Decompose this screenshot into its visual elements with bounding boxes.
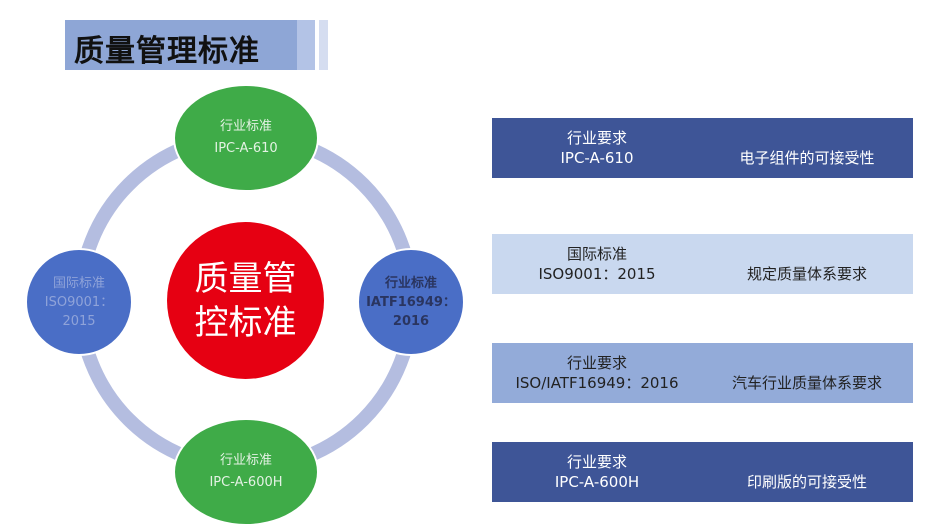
center-line1: 质量管 xyxy=(194,258,297,299)
box-description: 汽车行业质量体系要求 xyxy=(731,374,882,392)
node-code: 2015 xyxy=(62,313,96,329)
standard-box: 国际标准 ISO9001：2015 规定质量体系要求 xyxy=(492,234,913,294)
node-code: ISO9001： xyxy=(44,294,114,310)
box-code: IPC-A-610 xyxy=(560,149,634,167)
node-category: 行业标准 xyxy=(384,275,437,291)
node-category: 行业标准 xyxy=(219,453,272,468)
box-description: 规定质量体系要求 xyxy=(746,265,867,283)
node-code: 2016 xyxy=(392,313,430,329)
node-top: 行业标准 IPC-A-610 xyxy=(173,84,319,192)
node-right: 行业标准 IATF16949： 2016 xyxy=(357,248,465,356)
standard-box: 行业要求 IPC-A-610 电子组件的可接受性 xyxy=(492,118,913,178)
center-circle: 质量管控标准 xyxy=(167,222,324,379)
box-description: 印刷版的可接受性 xyxy=(746,473,867,491)
node-left: 国际标准 ISO9001： 2015 xyxy=(25,248,133,356)
box-category: 行业要求 xyxy=(566,129,627,147)
standard-box: 行业要求 ISO/IATF16949：2016 汽车行业质量体系要求 xyxy=(492,343,913,403)
box-category: 行业要求 xyxy=(566,354,627,372)
node-code: IPC-A-610 xyxy=(214,141,278,156)
title-bar-accent xyxy=(297,20,315,70)
node-bottom: 行业标准 IPC-A-600H xyxy=(173,418,319,526)
node-code: IPC-A-600H xyxy=(209,475,283,490)
box-code: IPC-A-600H xyxy=(554,473,640,491)
node-code: IATF16949： xyxy=(366,294,456,310)
title-bar xyxy=(65,20,297,70)
box-category: 行业要求 xyxy=(566,453,627,471)
page-title: 质量管理标准 xyxy=(74,34,260,69)
node-category: 国际标准 xyxy=(52,275,105,291)
title-bar-accent-light xyxy=(319,20,328,70)
box-category: 国际标准 xyxy=(566,245,627,263)
standard-box: 行业要求 IPC-A-600H 印刷版的可接受性 xyxy=(492,442,913,502)
center-line2: 控标准 xyxy=(194,302,297,343)
box-code: ISO9001：2015 xyxy=(538,265,656,283)
node-category: 行业标准 xyxy=(219,119,272,134)
box-code: ISO/IATF16949：2016 xyxy=(515,374,679,392)
box-description: 电子组件的可接受性 xyxy=(739,149,875,167)
